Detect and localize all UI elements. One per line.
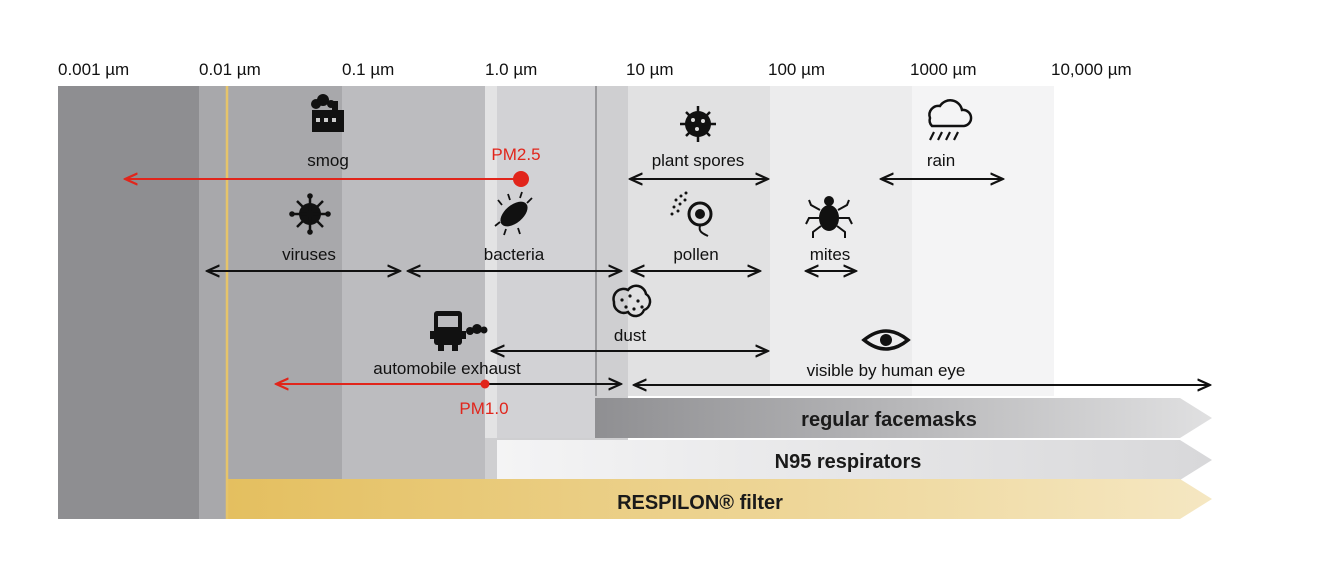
label-mites: mites (810, 245, 851, 264)
pm25-label: PM2.5 (491, 145, 540, 164)
label-rain: rain (927, 151, 955, 170)
particle-labels: smog plant spores rain viruses bacteria … (282, 151, 965, 380)
band-edge-2 (595, 86, 597, 396)
pollen-flower-icon (670, 191, 713, 237)
pm25-dot (513, 171, 529, 187)
tick-label: 0.001 µm (58, 60, 129, 79)
band-1000-10000 (912, 86, 1054, 396)
tick-label: 10 µm (626, 60, 674, 79)
tick-label: 0.01 µm (199, 60, 261, 79)
label-pollen: pollen (673, 245, 718, 264)
respilon-filter-label: RESPILON® filter (617, 492, 783, 514)
label-plant-spores: plant spores (652, 151, 745, 170)
band-001-01 (199, 86, 342, 519)
label-smog: smog (307, 151, 349, 170)
pm10-label: PM1.0 (459, 399, 508, 418)
band-0001-001 (58, 86, 199, 519)
band-edge-3 (497, 86, 595, 438)
tick-label: 1000 µm (910, 60, 977, 79)
pm10-dot (480, 379, 490, 389)
respilon-filter-bar (226, 479, 1212, 519)
band-01-1 (342, 86, 485, 519)
size-bands (58, 86, 1054, 519)
label-visible-by-human-eye: visible by human eye (807, 361, 966, 380)
pm-markers: PM2.5 PM1.0 (125, 145, 541, 418)
label-automobile-exhaust: automobile exhaust (373, 359, 521, 378)
factory-icon (311, 94, 344, 132)
tick-label: 10,000 µm (1051, 60, 1132, 79)
truck-exhaust-icon (430, 311, 488, 351)
label-bacteria: bacteria (484, 245, 545, 264)
eye-icon (861, 329, 911, 351)
regular-facemasks-bar (595, 398, 1212, 438)
scale-ticks: 0.001 µm 0.01 µm 0.1 µm 1.0 µm 10 µm 100… (58, 60, 1132, 79)
n95-respirators-bar (497, 440, 1212, 480)
spore-icon (680, 106, 716, 142)
tick-label: 100 µm (768, 60, 825, 79)
virus-icon (289, 193, 331, 235)
label-viruses: viruses (282, 245, 336, 264)
dust-icon (612, 284, 652, 318)
n95-respirators-label: N95 respirators (775, 451, 922, 473)
filter-bars: regular facemasks N95 respirators RESPIL… (225, 86, 1212, 519)
rain-cloud-icon (928, 99, 973, 141)
label-dust: dust (614, 326, 646, 345)
bacteria-icon (494, 191, 533, 236)
tick-label: 0.1 µm (342, 60, 394, 79)
tick-label: 1.0 µm (485, 60, 537, 79)
regular-facemasks-label: regular facemasks (801, 409, 977, 431)
range-arrows (207, 179, 1210, 385)
mite-icon (805, 196, 853, 238)
